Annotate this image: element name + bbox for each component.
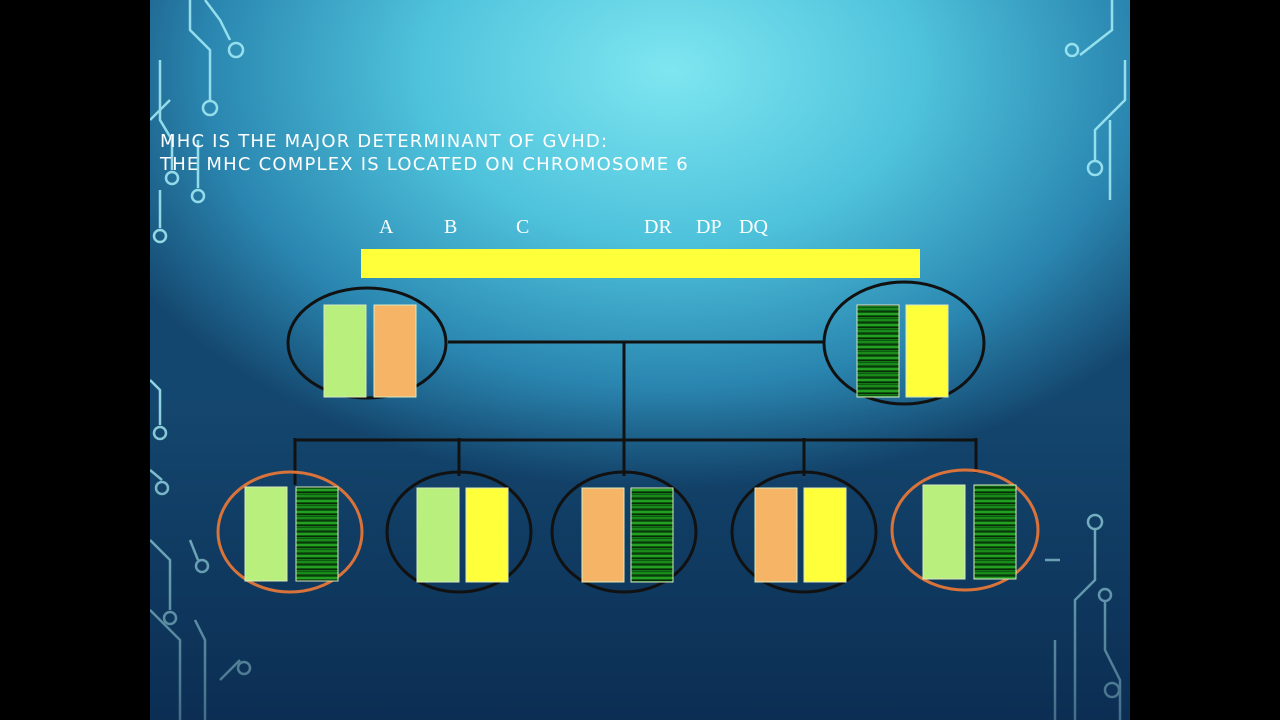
parent-2-haplotype-1 bbox=[856, 304, 900, 398]
gene-label-a: A bbox=[379, 216, 394, 238]
child-4-ellipse bbox=[730, 470, 878, 594]
child-1-ellipse bbox=[216, 470, 364, 594]
chromosome-6-bar bbox=[361, 249, 920, 278]
parent-1 bbox=[286, 286, 448, 400]
child-5 bbox=[890, 468, 1040, 592]
child-5-haplotype-1 bbox=[922, 484, 966, 580]
gene-label-b: B bbox=[444, 216, 458, 238]
title-line-1: MHC is the major determinant of GVHD: bbox=[160, 131, 609, 152]
parent-1-ellipse bbox=[286, 286, 448, 400]
child-2-haplotype-2 bbox=[465, 487, 509, 583]
gene-label-c: C bbox=[516, 216, 530, 238]
child-3 bbox=[550, 470, 698, 594]
slide-title: MHC is the major determinant of GVHD: Th… bbox=[160, 130, 689, 176]
parent-2-haplotype-2 bbox=[905, 304, 949, 398]
parent-2-ellipse bbox=[822, 280, 986, 406]
child-2 bbox=[385, 470, 533, 594]
circuit-decoration bbox=[150, 0, 1127, 720]
child-5-haplotype-2 bbox=[973, 484, 1017, 580]
child-4 bbox=[730, 470, 878, 594]
child-3-ellipse bbox=[550, 470, 698, 594]
child-3-haplotype-2 bbox=[630, 487, 674, 583]
child-1-haplotype-2 bbox=[295, 486, 339, 582]
parent-1-haplotype-1 bbox=[323, 304, 367, 398]
pedigree-lines bbox=[293, 340, 978, 485]
child-2-ellipse bbox=[385, 470, 533, 594]
child-5-ellipse bbox=[890, 468, 1040, 592]
child-1 bbox=[216, 470, 364, 594]
gene-label-dp: DP bbox=[696, 216, 722, 238]
title-line-2: The MHC complex is located on chromosome… bbox=[160, 154, 689, 175]
child-4-haplotype-2 bbox=[803, 487, 847, 583]
child-2-haplotype-1 bbox=[416, 487, 460, 583]
parent-1-haplotype-2 bbox=[373, 304, 417, 398]
child-3-haplotype-1 bbox=[581, 487, 625, 583]
gene-label-dq: DQ bbox=[739, 216, 768, 238]
slide: MHC is the major determinant of GVHD: Th… bbox=[150, 0, 1130, 720]
child-1-haplotype-1 bbox=[244, 486, 288, 582]
inheritance-diagram bbox=[216, 249, 1040, 594]
child-4-haplotype-1 bbox=[754, 487, 798, 583]
gene-label-dr: DR bbox=[644, 216, 672, 238]
parent-2 bbox=[822, 280, 986, 406]
